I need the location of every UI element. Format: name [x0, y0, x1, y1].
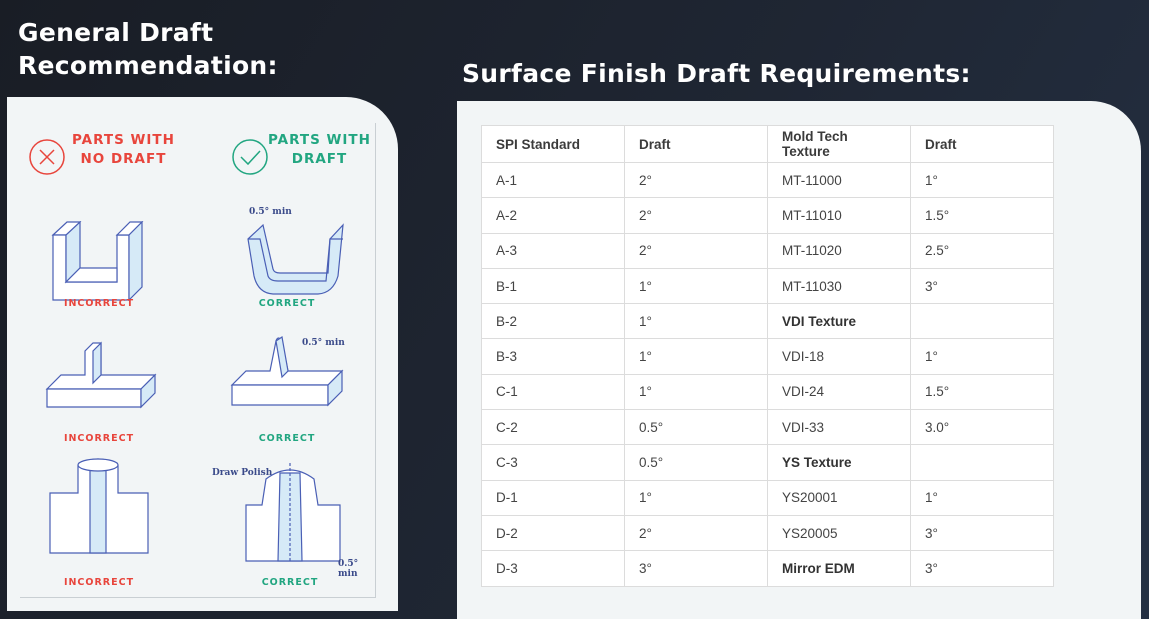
table-cell: C-1: [481, 373, 625, 411]
table-header-row: SPI Standard Draft Mold Tech Texture Dra…: [481, 125, 1054, 163]
column-header: Mold Tech Texture: [767, 125, 911, 163]
table-cell: A-1: [481, 161, 625, 199]
table-cell: MT-11000: [767, 161, 911, 199]
table-cell: YS20001: [767, 479, 911, 516]
table-cell: VDI-33: [767, 409, 911, 446]
surface-finish-heading: Surface Finish Draft Requirements:: [462, 59, 971, 88]
table-cell: VDI-24: [767, 373, 911, 411]
table-cell: MT-11020: [767, 232, 911, 269]
table-cell: 1°: [624, 303, 768, 340]
table-cell: D-2: [481, 514, 625, 552]
table-cell: 2.5°: [910, 232, 1054, 269]
table-cell: 1°: [624, 373, 768, 411]
table-cell: 0.5°: [624, 409, 768, 446]
table-cell: 2°: [624, 197, 768, 234]
surface-finish-card: SPI Standard Draft Mold Tech Texture Dra…: [457, 101, 1141, 619]
min-draft-note-2: 0.5° min: [302, 338, 345, 348]
table-cell: 1°: [910, 338, 1054, 375]
table-cell: Mirror EDM: [767, 550, 911, 587]
table-cell: MT-11010: [767, 197, 911, 234]
table-cell: 1°: [910, 161, 1054, 199]
check-circle-icon: [232, 139, 268, 175]
rib-no-draft-illustration: [45, 341, 157, 409]
correct-caption-3: CORRECT: [261, 577, 319, 588]
table-cell: 3°: [624, 550, 768, 587]
incorrect-caption-2: INCORRECT: [63, 433, 135, 444]
incorrect-caption: INCORRECT: [63, 298, 135, 309]
x-circle-icon: [29, 139, 65, 175]
table-cell: 1°: [624, 338, 768, 375]
table-cell: A-2: [481, 197, 625, 234]
table-cell: 3°: [910, 514, 1054, 552]
heading-line-2: Recommendation:: [18, 51, 278, 80]
boss-no-draft-illustration: [49, 458, 149, 554]
table-cell: 3°: [910, 267, 1054, 305]
draw-polish-note: Draw Polish: [212, 468, 273, 478]
table-cell: 2°: [624, 232, 768, 269]
column-header: Draft: [624, 125, 768, 163]
table-cell: VDI-18: [767, 338, 911, 375]
table-cell: B-1: [481, 267, 625, 305]
table-cell: 1.5°: [910, 373, 1054, 411]
table-cell: 3.0°: [910, 409, 1054, 446]
table-cell: [910, 444, 1054, 481]
table-cell: B-3: [481, 338, 625, 375]
u-part-no-draft-illustration: [51, 221, 144, 301]
column-header: Draft: [910, 125, 1054, 163]
table-cell: YS Texture: [767, 444, 911, 481]
min-draft-note: 0.5° min: [249, 207, 292, 217]
rib-with-draft-illustration: [230, 335, 344, 407]
heading-line-1: General Draft: [18, 18, 214, 47]
column-header: SPI Standard: [481, 125, 625, 163]
table-cell: C-3: [481, 444, 625, 481]
table-cell: VDI Texture: [767, 303, 911, 340]
correct-caption: CORRECT: [258, 298, 316, 309]
table-cell: D-1: [481, 479, 625, 516]
table-cell: C-2: [481, 409, 625, 446]
min-draft-note-3: 0.5° min: [338, 559, 359, 579]
draft-requirements-table: SPI Standard Draft Mold Tech Texture Dra…: [481, 125, 1054, 587]
table-cell: B-2: [481, 303, 625, 340]
u-part-with-draft-illustration: [247, 223, 344, 295]
boss-with-draft-illustration: [245, 461, 341, 562]
table-cell: D-3: [481, 550, 625, 587]
table-cell: [910, 303, 1054, 340]
table-cell: 2°: [624, 514, 768, 552]
table-cell: 3°: [910, 550, 1054, 587]
table-cell: A-3: [481, 232, 625, 269]
incorrect-caption-3: INCORRECT: [63, 577, 135, 588]
table-cell: MT-11030: [767, 267, 911, 305]
correct-caption-2: CORRECT: [258, 433, 316, 444]
table-cell: 0.5°: [624, 444, 768, 481]
table-cell: 1.5°: [910, 197, 1054, 234]
table-cell: 1°: [910, 479, 1054, 516]
table-cell: 1°: [624, 479, 768, 516]
table-cell: 1°: [624, 267, 768, 305]
table-cell: 2°: [624, 161, 768, 199]
table-cell: YS20005: [767, 514, 911, 552]
